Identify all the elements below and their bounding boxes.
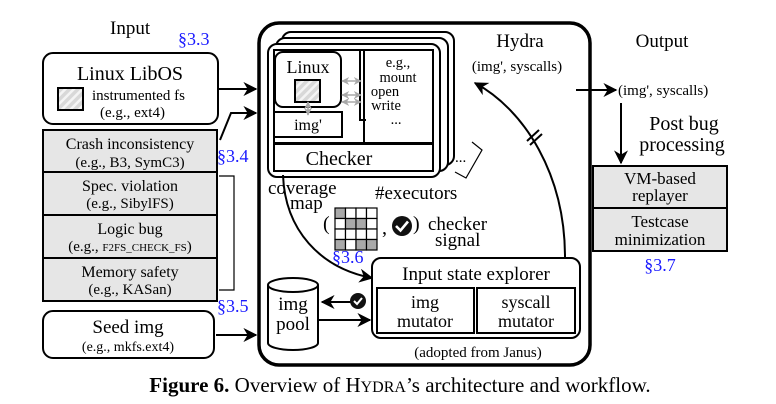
checker-title: Spec. violation [82,178,178,195]
stage-line2: minimization [615,230,706,249]
figure-caption: Figure 6. Overview of HYDRA’s architectu… [149,373,650,397]
coverage-cell-miss [344,228,357,241]
post-processing-line1: Post bug [649,113,718,135]
img-prime-label: img' [294,117,322,134]
libos-fs-label: instrumented fs [92,88,185,104]
more-executors-ellipsis: ... [455,150,466,166]
section-ref-3-4: §3.4 [217,146,249,166]
coverage-cell-miss [365,207,378,220]
checker-title: Memory safety [81,264,178,281]
img-pool-cylinder: img pool [267,277,319,351]
output-tuple-label: (img', syscalls) [618,83,708,99]
async-mark [526,129,540,142]
coverage-cell-hit [334,207,347,220]
img-mutator-line1: img [411,292,439,312]
stage-line1: Testcase [631,212,688,231]
checker-signal-badge-icon [350,293,366,309]
syscall-mutator-line2: mutator [498,311,554,331]
executor-stack: Checker Linux img' e.g., mount open writ… [267,31,455,178]
input-state-explorer-box: Input state explorer img mutator syscall… [371,257,581,339]
checker-example: (e.g., KASan) [88,282,171,298]
post-processing-line2: processing [639,134,725,156]
syscall-list-item: ... [391,112,402,128]
tuple-comma: , [382,217,387,239]
checker-label: Checker [306,148,373,170]
hydra-title: Hydra [496,31,544,52]
checker-example: (e.g., SibylFS) [86,196,174,212]
pool-label-line1: img [278,294,308,315]
coverage-cell-miss [355,207,368,220]
section-ref-3-3: §3.3 [178,29,210,49]
coverage-cell-miss [365,228,378,241]
libos-fs-example: (e.g., ext4) [100,105,165,121]
linux-label: Linux [287,57,330,77]
post-processing-stack: VM-based replayer Testcase minimization [592,165,728,252]
img-mutator-line2: mutator [397,311,453,331]
pool-label-line2: pool [276,314,310,335]
async-mark [529,133,543,146]
explorer-title: Input state explorer [402,264,550,285]
linux-libos-box: Linux LibOS instrumented fs (e.g., ext4) [42,52,219,125]
stage-line1: VM-based [624,169,696,188]
seed-title: Seed img [92,317,164,338]
explorer-to-executor-arrow [473,82,566,258]
filesystem-icon [294,79,321,103]
explorer-origin-note: (adopted from Janus) [414,345,541,361]
coverage-label-line2: map [290,193,323,214]
checker-title: Crash inconsistency [66,136,194,153]
syscall-list-item: mount [379,70,416,86]
bug-checker-stack: Crash inconsistency (e.g., B3, SymC3) Sp… [42,129,218,302]
coverage-cell-hit [365,238,378,251]
syscall-list-item: write [371,98,401,114]
seed-example: (e.g., mkfs.ext4) [82,340,174,355]
section-ref-3-7: §3.7 [644,255,676,275]
executors-count-brace [454,141,483,179]
coverage-cell-miss [355,228,368,241]
checker-signal-line2: signal [435,230,480,251]
hydra-tuple-label: (img', syscalls) [472,59,562,75]
checker-signal-line1: checker [428,214,488,235]
seed-img-box: Seed img (e.g., mkfs.ext4) [42,310,215,359]
syscall-list-item: open [371,84,400,100]
coverage-cell-hit [344,217,357,230]
filesystem-icon [57,87,84,111]
coverage-cell-miss [334,217,347,230]
input-heading: Input [110,18,151,39]
checker-example: (e.g., F2FS_CHECK_FS) [68,239,192,255]
libos-title: Linux LibOS [77,63,183,85]
syscall-list-item: e.g., [386,55,411,71]
section-ref-3-6: §3.6 [332,247,364,267]
coverage-cell-miss [334,228,347,241]
feedback-to-explorer-arrow [282,174,374,283]
checker-title: Logic bug [97,221,162,238]
checker-group-bracket [219,175,235,291]
coverage-cell-miss [344,207,357,220]
stage-line2: replayer [632,186,688,205]
coverage-cell-hit [355,217,368,230]
executors-count-label: #executors [375,183,457,204]
checkers-to-hydra-arrow [219,106,258,141]
checker-box [273,143,434,172]
section-ref-3-5: §3.5 [217,296,249,316]
syscall-mutator-line1: syscall [502,292,551,312]
checker-signal-badge-icon [392,216,412,236]
checker-example: (e.g., B3, SymC3) [75,155,184,171]
tuple-close-paren: ) [413,213,420,235]
coverage-cell-miss [365,217,378,230]
output-heading: Output [636,31,690,52]
tuple-open-paren: ( [323,213,330,235]
img-prime-box [273,111,343,138]
coverage-map-grid [334,207,378,251]
